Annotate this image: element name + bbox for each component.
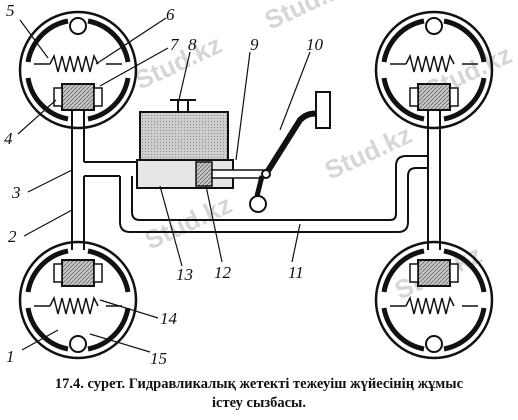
brake-drum-top-left: [18, 10, 138, 130]
caption-line-1: 17.4. сурет. Гидравликалық жетекті тежеу…: [54, 376, 464, 392]
label-8: 8: [188, 35, 197, 54]
label-15: 15: [150, 349, 167, 368]
label-2: 2: [8, 227, 17, 246]
label-6: 6: [166, 5, 175, 24]
label-12: 12: [214, 263, 232, 282]
master-cylinder: [136, 99, 267, 189]
brake-drum-top-right: [374, 10, 494, 130]
label-1: 1: [6, 347, 15, 366]
watermark-text: Stud.kz: [140, 189, 236, 255]
label-9: 9: [250, 35, 259, 54]
caption-line-2: істеу сызбасы.: [211, 395, 306, 411]
piston-rod: [211, 169, 267, 179]
label-13: 13: [176, 265, 193, 284]
label-3: 3: [11, 183, 21, 202]
label-10: 10: [306, 35, 324, 54]
reservoir-cap-neck: [177, 99, 189, 113]
label-14: 14: [160, 309, 178, 328]
callout-labels: 5 6 7 8 9 10 4 3 2 13 12 11 14 1 15: [4, 1, 324, 368]
figure-caption: 17.4. сурет. Гидравликалық жетекті тежеу…: [0, 375, 518, 413]
label-5: 5: [6, 1, 15, 20]
reservoir: [139, 111, 229, 161]
leader-lines: [17, 17, 311, 353]
brake-pedal: [249, 91, 331, 213]
brake-drum-bottom-left: [18, 240, 138, 360]
label-11: 11: [288, 263, 304, 282]
watermark-text: Stud.kz: [320, 119, 416, 185]
brake-drum-bottom-right: [374, 240, 494, 360]
label-4: 4: [4, 129, 13, 148]
piston: [195, 161, 213, 187]
watermark-text: Stud.kz: [260, 0, 356, 35]
label-7: 7: [170, 35, 180, 54]
